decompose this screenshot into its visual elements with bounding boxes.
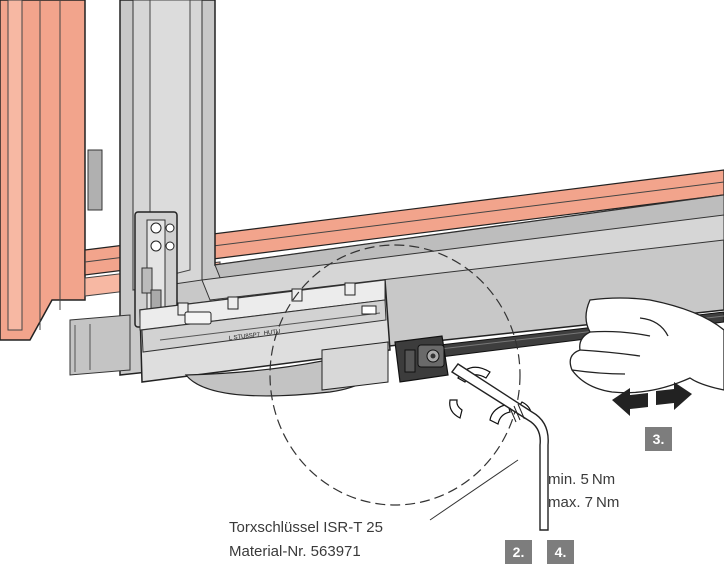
tool-material-label: Material-Nr. 563971 [229,543,361,560]
torque-min-label: min. 5 Nm [548,471,616,488]
tool-name-label: Torxschlüssel ISR-T 25 [229,519,383,536]
part-code-marking: L STU8SP7 [229,332,262,342]
step-2-badge: 2. [505,540,532,564]
push-direction-arrows [612,382,692,416]
clamp-block [394,335,449,383]
sash-frame [0,0,724,341]
bearing-housing: L STU8SP7 HUTU [139,279,391,397]
step-3-badge: 3. [645,427,672,451]
tool-leader-line [429,459,519,521]
torque-max-label: max. 7 Nm [548,494,620,511]
brand-marking: HUTU [264,329,281,337]
hinge-bracket [134,211,178,328]
detail-circle [269,244,521,506]
torx-key [450,363,549,531]
step-4-badge: 4. [547,540,574,564]
